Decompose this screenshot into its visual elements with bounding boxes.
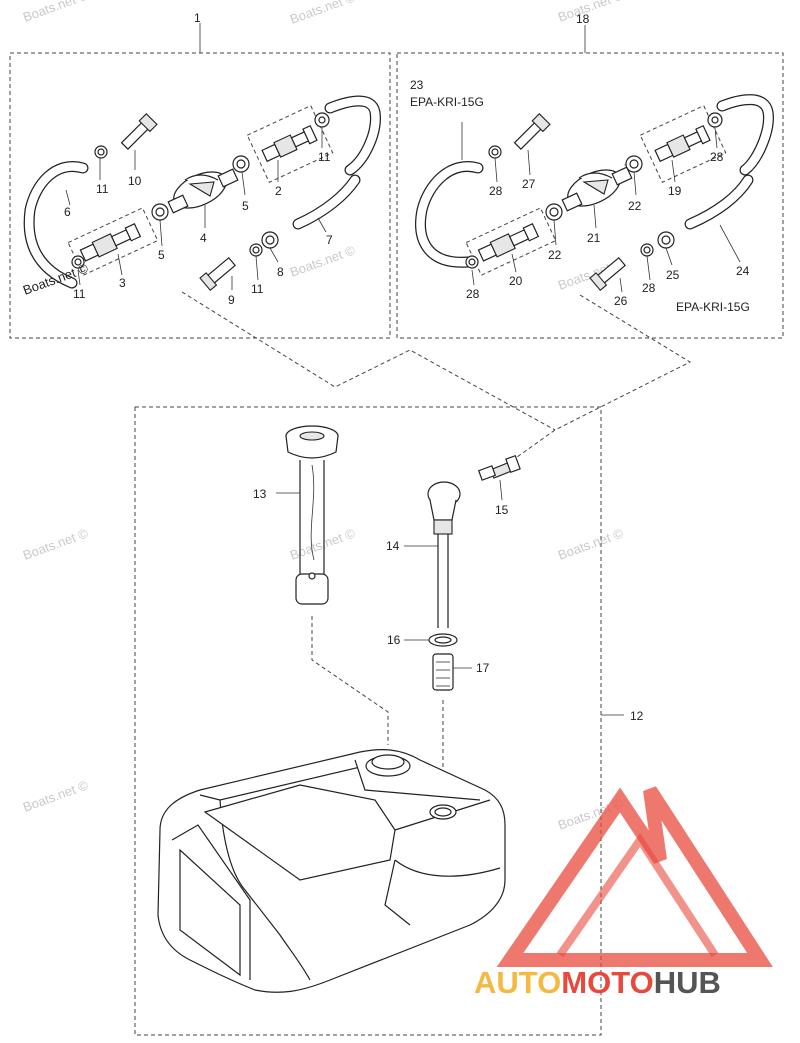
- automotohub-logo: AUTOMOTOHUB: [474, 786, 773, 1000]
- fuel-tank-12-frame: [134, 406, 602, 1036]
- watermark: Boats.net ©: [556, 525, 626, 563]
- part-label-11: 11: [251, 282, 264, 296]
- part-label-4: 4: [200, 231, 207, 245]
- watermark: Boats.net ©: [288, 525, 358, 563]
- part-label-7: 7: [326, 233, 333, 247]
- logo-text-moto: MOTO: [561, 965, 653, 1000]
- hose-assembly-18: 18 23 EPA-KRI-15G 28 27 28 19 22 21 22 2…: [410, 12, 774, 314]
- part-label-10: 10: [128, 174, 142, 188]
- part-label-2: 2: [275, 184, 282, 198]
- connection-path-hose18-to-tank: [509, 294, 692, 463]
- fuel-tank-assembly-12: 13 15 14 16 17 12: [157, 425, 644, 993]
- part-label-28: 28: [642, 281, 656, 295]
- logo-emblem-icon: [496, 786, 773, 967]
- hose-assembly-18-frame: [396, 52, 784, 339]
- part-label-26: 26: [614, 294, 628, 308]
- part-label-22: 22: [548, 248, 562, 262]
- part-label-5: 5: [158, 248, 165, 262]
- part-label-27: 27: [522, 177, 536, 191]
- part-label-14: 14: [386, 539, 400, 553]
- watermark: Boats.net ©: [556, 0, 626, 25]
- part-label-22: 22: [628, 199, 642, 213]
- part-label-11: 11: [96, 182, 109, 196]
- part-label-28: 28: [466, 287, 480, 301]
- part-label-15: 15: [495, 503, 509, 517]
- part-label-12: 12: [630, 709, 644, 723]
- part-label-21: 21: [587, 231, 601, 245]
- logo-text-hub: HUB: [654, 965, 721, 1000]
- part-label-11: 11: [73, 287, 86, 301]
- part-label-28: 28: [489, 184, 503, 198]
- part-label-24: 24: [736, 264, 750, 278]
- watermark: Boats.net ©: [288, 0, 358, 27]
- part-label-6: 6: [64, 205, 71, 219]
- part-label-13: 13: [253, 487, 267, 501]
- connection-path-hose1-to-tank: [181, 291, 556, 431]
- part-label-9: 9: [228, 293, 235, 307]
- part-label-18: 18: [576, 12, 590, 26]
- part-label-11: 11: [318, 150, 331, 164]
- part-label-3: 3: [119, 276, 126, 290]
- part-label-16: 16: [387, 633, 401, 647]
- hose-assembly-1: 1 11 10 6 2 11 5 4 5 3 7 8 9 11 11 Boats…: [21, 11, 381, 307]
- watermark: Boats.net ©: [21, 777, 91, 815]
- svg-text:AUTOMOTOHUB: AUTOMOTOHUB: [474, 965, 721, 1000]
- part-label-20: 20: [509, 274, 523, 288]
- part-label-17: 17: [476, 661, 490, 675]
- hose-code-24: EPA-KRI-15G: [676, 300, 750, 314]
- part-label-28: 28: [710, 150, 724, 164]
- watermark: Boats.net ©: [21, 0, 91, 25]
- hose-code-23: EPA-KRI-15G: [410, 95, 484, 109]
- part-label-8: 8: [277, 265, 284, 279]
- part-label-23: 23: [410, 78, 424, 92]
- part-label-1: 1: [194, 11, 201, 25]
- logo-text-auto: AUTO: [474, 965, 561, 1000]
- watermark: Boats.net ©: [21, 525, 91, 563]
- part-label-19: 19: [668, 184, 682, 198]
- part-label-25: 25: [666, 268, 680, 282]
- watermark: Boats.net ©: [288, 242, 358, 280]
- part-label-5: 5: [242, 199, 249, 213]
